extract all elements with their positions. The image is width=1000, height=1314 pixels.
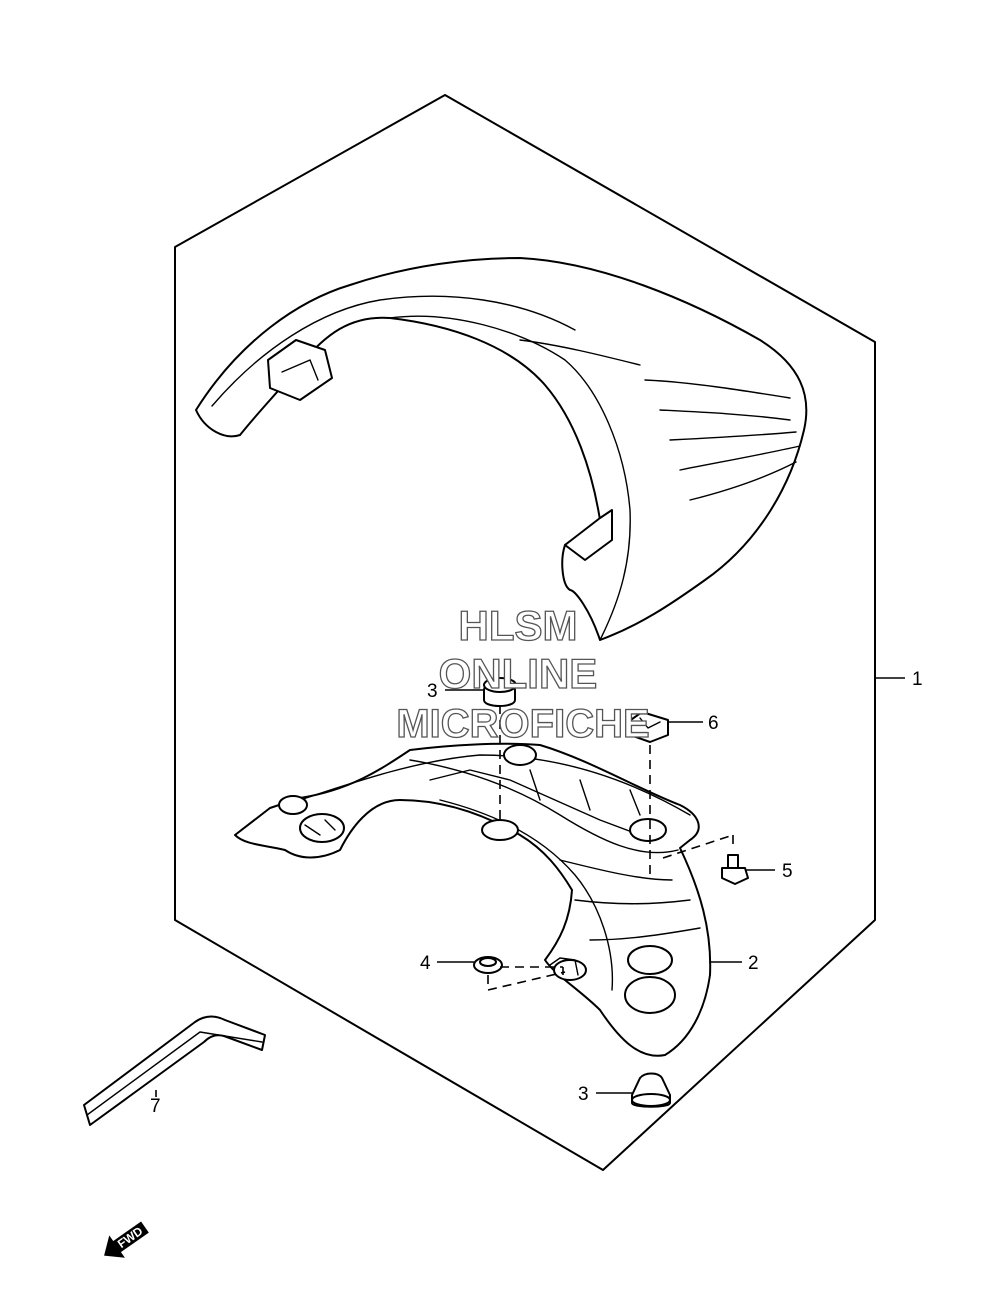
watermark-line-2: ONLINE xyxy=(439,650,598,697)
bolt xyxy=(721,854,749,885)
watermark-line-3: MICROFICHE xyxy=(396,702,649,746)
grommet xyxy=(473,956,503,974)
callout-4: 4 xyxy=(420,953,431,974)
callout-1: 1 xyxy=(912,669,923,690)
watermark: HLSM ONLINE MICROFICHE xyxy=(396,601,651,746)
leader-lines xyxy=(155,677,905,1097)
watermark-line-1: HLSM xyxy=(459,602,578,649)
fwd-arrow-icon: FWD xyxy=(104,1221,149,1258)
callout-2: 2 xyxy=(748,953,759,974)
callout-7: 7 xyxy=(150,1096,161,1117)
hex-wrench xyxy=(83,1015,266,1126)
cowl-base-bracket xyxy=(234,742,712,1057)
seat-cowl xyxy=(195,257,808,641)
callout-3-upper: 3 xyxy=(427,681,438,702)
callout-3-lower: 3 xyxy=(578,1084,589,1105)
installation-lines xyxy=(487,705,734,991)
callout-5: 5 xyxy=(782,861,793,882)
nut-clip xyxy=(627,711,669,743)
assembly-boundary xyxy=(174,94,876,1171)
callout-6: 6 xyxy=(708,713,719,734)
cushion-lower xyxy=(631,1072,671,1108)
cushion-upper xyxy=(483,677,517,707)
